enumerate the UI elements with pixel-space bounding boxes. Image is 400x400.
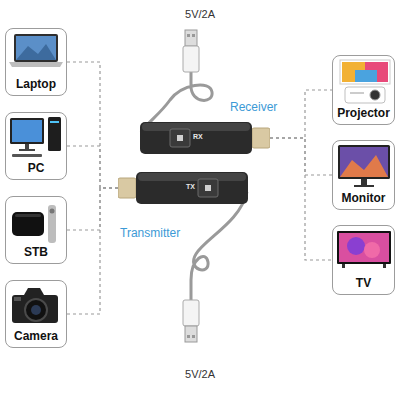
camera-icon: [12, 288, 58, 323]
dashed-connector: [67, 146, 118, 188]
device-label: Laptop: [16, 77, 56, 91]
dashed-connector: [67, 62, 118, 188]
device-box: Monitor: [332, 140, 395, 210]
tv-icon: [337, 231, 391, 268]
dongle-badge: RX: [193, 133, 203, 140]
dongle-badge: TX: [186, 183, 195, 190]
power-cable: [183, 192, 247, 342]
dashed-connector: [270, 138, 332, 260]
device-label: STB: [24, 245, 48, 259]
device-label: Monitor: [342, 191, 386, 205]
power-rating: 5V/2A: [185, 8, 215, 20]
device-label: PC: [28, 161, 45, 175]
device-box: STB: [5, 196, 67, 264]
power-cable: [141, 30, 212, 132]
dongle-name: Receiver: [230, 100, 277, 114]
device-label: Projector: [337, 106, 390, 120]
dashed-connector: [67, 188, 118, 314]
dashed-connector: [270, 90, 332, 138]
pc-icon: [10, 117, 61, 157]
device-label: TV: [356, 276, 371, 290]
wireless-dongle: ReceiverRX: [140, 120, 270, 156]
dongle-shape: [140, 120, 270, 156]
stb-icon: [12, 205, 56, 243]
dongle-name: Transmitter: [120, 226, 180, 240]
wireless-dongle: TransmitterTX: [118, 170, 248, 206]
dashed-connector: [67, 188, 118, 230]
projector-icon: [340, 60, 390, 103]
device-box: Laptop: [5, 28, 67, 96]
monitor-icon: [338, 145, 390, 187]
dashed-connector: [270, 138, 332, 175]
device-box: Camera: [5, 280, 67, 348]
laptop-icon: [9, 34, 63, 67]
device-box: Projector: [332, 55, 395, 125]
device-label: Camera: [14, 329, 58, 343]
device-box: TV: [332, 225, 395, 295]
device-box: PC: [5, 112, 67, 180]
power-rating: 5V/2A: [185, 368, 215, 380]
dongle-shape: [118, 170, 248, 206]
